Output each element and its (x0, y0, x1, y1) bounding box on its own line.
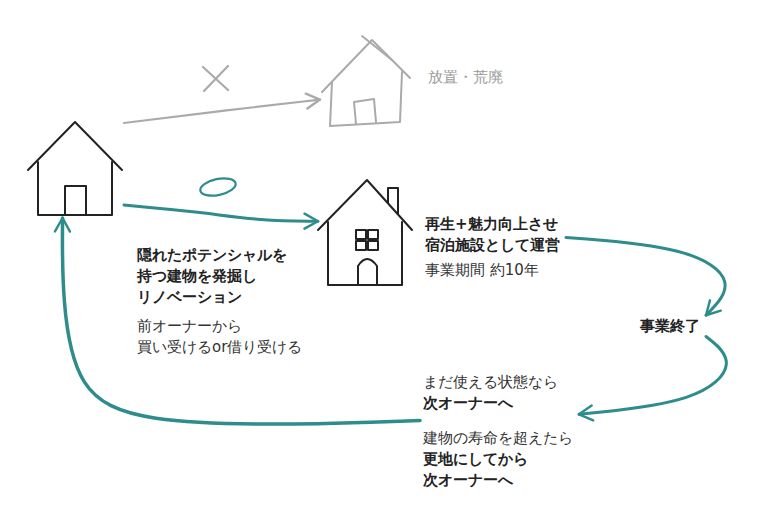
house-window (356, 230, 366, 239)
house-roof (28, 122, 122, 170)
node-text: 更地にしてから 次オーナーへ (423, 449, 528, 491)
node-text: まだ使える状態なら (423, 372, 558, 393)
end-node: 事業終了 (636, 314, 706, 339)
abandoned-house-node: 放置・荒廃 (320, 35, 509, 130)
node-text: 事業期間 約10年 (425, 260, 539, 281)
node-text: 建物の寿命を超えたら (423, 428, 573, 449)
left-house (28, 122, 122, 215)
house-roof (322, 40, 410, 92)
house-node (28, 118, 124, 218)
house-window (356, 241, 366, 250)
house-door (354, 99, 376, 124)
house-chimney (388, 188, 398, 214)
guest-house-node: 再生+魅力向上させ 宿泊施設として運営事業期間 約10年 (318, 178, 566, 286)
flow-arrow (124, 205, 318, 221)
circle-mark (199, 175, 238, 198)
edge-label: 隠れたポテンシャルを 持つ建物を発掘し リノベーション (137, 245, 287, 308)
node-text: 再生+魅力向上させ 宿泊施設として運営 (425, 214, 560, 256)
cross-stroke (204, 66, 228, 91)
house-window (368, 241, 378, 250)
flow-arrow (579, 337, 726, 415)
house-wall (328, 222, 402, 285)
note-text: 前オーナーから 買い受けるor借り受ける (137, 316, 302, 358)
cross-mark (203, 66, 228, 91)
house-wall (330, 72, 402, 126)
house-door (65, 186, 86, 215)
guest-house (318, 180, 412, 285)
flow-arrow (124, 100, 320, 123)
node-text: 次オーナーへ (423, 393, 513, 414)
house-wall (38, 162, 112, 215)
abandoned-house (322, 36, 410, 126)
house-window (368, 230, 378, 239)
flow-arrow (566, 237, 725, 315)
house-roof (318, 180, 412, 230)
cross-stroke (203, 67, 228, 90)
house-door (358, 259, 377, 285)
handover-node: まだ使える状態なら次オーナーへ建物の寿命を超えたら更地にしてから 次オーナーへ (420, 372, 579, 493)
house-roof-broken (362, 36, 392, 60)
node-text: 事業終了 (640, 316, 700, 337)
node-text: 放置・荒廃 (428, 67, 503, 88)
flow-arrow (62, 218, 420, 424)
